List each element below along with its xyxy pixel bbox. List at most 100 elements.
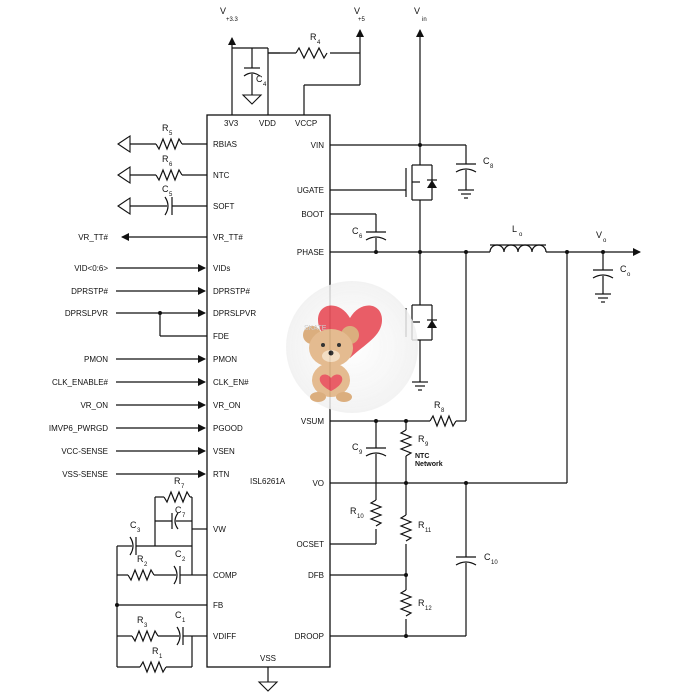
ic-top-pin: VCCP xyxy=(295,119,317,128)
ic-left-pin: FB xyxy=(213,601,223,610)
ic-right-pin: UGATE xyxy=(297,186,324,195)
r6-sub: 6 xyxy=(169,162,173,168)
watermark-logo: SKATE xyxy=(286,281,418,413)
rail-v33-label: V xyxy=(220,6,226,16)
ic-top-pin: 3V3 xyxy=(224,119,239,128)
ic-part-label: ISL6261A xyxy=(250,477,286,486)
r7-sub: 7 xyxy=(181,484,185,490)
ic-right-pin: VO xyxy=(312,479,324,488)
r2-label: R xyxy=(137,554,144,564)
r10-label: R xyxy=(350,506,357,516)
ic-left-pin: DPRSLPVR xyxy=(213,309,256,318)
ic-right-pin: OCSET xyxy=(296,540,324,549)
r4-label: R xyxy=(310,32,317,42)
c6-label: C xyxy=(352,226,359,236)
ic-top-pin: VDD xyxy=(259,119,276,128)
c10-sub: 10 xyxy=(491,560,498,566)
ic-left-pin: VW xyxy=(213,525,226,534)
c4-label: C xyxy=(256,74,263,84)
rail-vin-sub: in xyxy=(422,17,427,23)
ntc-label-line2: Network xyxy=(415,461,443,468)
rail-v5-label: V xyxy=(354,6,360,16)
c1-label: C xyxy=(175,610,182,620)
r1-label: R xyxy=(152,646,159,656)
c3-label: C xyxy=(130,520,137,530)
c2-sub: 2 xyxy=(182,557,186,563)
lo-label: L xyxy=(512,224,517,234)
ic-left-pin: FDE xyxy=(213,332,229,341)
ic-left-pin: RBIAS xyxy=(213,140,237,149)
c4-sub: 4 xyxy=(263,82,267,88)
lo-sub: o xyxy=(519,232,523,238)
vo-sub: o xyxy=(603,238,607,244)
rail-v5-sub: +5 xyxy=(358,17,366,23)
c6-sub: 6 xyxy=(359,234,363,240)
signal-label: VR_TT# xyxy=(78,233,108,242)
signal-label: VCC-SENSE xyxy=(61,447,108,456)
ic-left-pin: SOFT xyxy=(213,202,234,211)
r12-label: R xyxy=(418,598,425,608)
ic-left-pin: COMP xyxy=(213,571,237,580)
c3-sub: 3 xyxy=(137,528,141,534)
rail-v33-sub: +3.3 xyxy=(226,17,239,23)
ic-left-pin: PMON xyxy=(213,355,237,364)
r5-label: R xyxy=(162,123,169,133)
c5-label: C xyxy=(162,184,169,194)
rail-vin-label: V xyxy=(414,6,420,16)
ntc-label-line1: NTC xyxy=(415,453,429,460)
r3-label: R xyxy=(137,615,144,625)
signal-label: VR_ON xyxy=(80,401,108,410)
signal-label: VSS-SENSE xyxy=(62,470,108,479)
signal-label: CLK_ENABLE# xyxy=(52,378,109,387)
r8-sub: 8 xyxy=(441,408,445,414)
c7-label: C xyxy=(175,505,182,515)
co-label: C xyxy=(620,264,627,274)
ic-right-pin: VSUM xyxy=(301,417,324,426)
r10-sub: 10 xyxy=(357,514,364,520)
c10-label: C xyxy=(484,552,491,562)
r6-label: R xyxy=(162,154,169,164)
ic-left-pin: CLK_EN# xyxy=(213,378,249,387)
ic-right-pin: DROOP xyxy=(295,632,324,641)
r8-label: R xyxy=(434,400,441,410)
c2-label: C xyxy=(175,549,182,559)
watermark-text: SKATE xyxy=(304,325,327,332)
r4-sub: 4 xyxy=(317,40,321,46)
ic-right-pin: DFB xyxy=(308,571,324,580)
r11-label: R xyxy=(418,520,425,530)
r11-sub: 11 xyxy=(425,528,432,534)
ic-left-pin: NTC xyxy=(213,171,230,180)
ic-left-pin: PGOOD xyxy=(213,424,243,433)
r9-sub: 9 xyxy=(425,442,429,448)
ic-right-pin: BOOT xyxy=(301,210,324,219)
ic-left-pin: VR_TT# xyxy=(213,233,243,242)
ic-left-pin: RTN xyxy=(213,470,230,479)
signal-label: VID<0:6> xyxy=(74,264,108,273)
r7-label: R xyxy=(174,476,181,486)
c5-sub: 5 xyxy=(169,192,173,198)
co-sub: o xyxy=(627,272,631,278)
ic-left-pin: DPRSTP# xyxy=(213,287,250,296)
ic-left-pin: VDIFF xyxy=(213,632,236,641)
c9-sub: 9 xyxy=(359,450,363,456)
r12-sub: 12 xyxy=(425,606,432,612)
r5-sub: 5 xyxy=(169,131,173,137)
r9-label: R xyxy=(418,434,425,444)
ic-left-pin: VIDs xyxy=(213,264,230,273)
c8-label: C xyxy=(483,156,490,166)
signal-label: DPRSTP# xyxy=(71,287,108,296)
signal-label: IMVP6_PWRGD xyxy=(49,424,108,433)
vo-label: V xyxy=(596,230,602,240)
signal-label: PMON xyxy=(84,355,108,364)
r1-sub: 1 xyxy=(159,654,163,660)
ic-left-pin: VSEN xyxy=(213,447,235,456)
c9-label: C xyxy=(352,442,359,452)
signal-label: DPRSLPVR xyxy=(65,309,108,318)
ic-left-pin: VR_ON xyxy=(213,401,241,410)
c8-sub: 8 xyxy=(490,164,494,170)
ic-right-pin: PHASE xyxy=(297,248,324,257)
ic-pin-vss: VSS xyxy=(260,654,276,663)
c1-sub: 1 xyxy=(182,618,186,624)
ic-right-pin: VIN xyxy=(311,141,325,150)
